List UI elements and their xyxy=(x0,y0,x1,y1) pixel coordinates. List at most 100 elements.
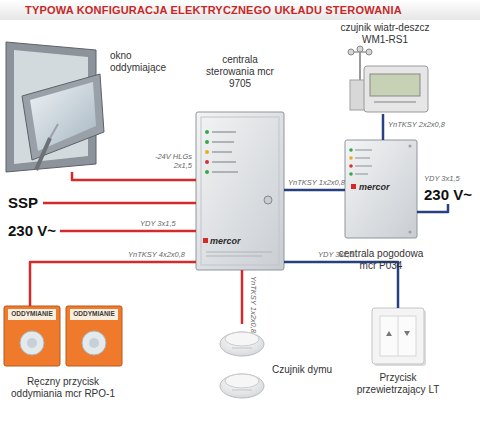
smoke-detector xyxy=(225,332,259,346)
window-illustration xyxy=(30,82,96,151)
brand-logo: mercor xyxy=(359,182,413,193)
control-panel-housing xyxy=(212,171,238,173)
wind-rain-sensor xyxy=(370,74,420,96)
diagram-title: TYPOWA KONFIGURACJA ELEKTRYCZNEGO UKŁADU… xyxy=(25,4,402,17)
node-label: 230 V~ xyxy=(8,222,56,240)
node-label: Przycisk przewietrzający LT xyxy=(348,372,448,396)
control-panel-housing xyxy=(206,252,272,253)
node-label: 230 V~ xyxy=(424,186,472,204)
node-label: ODDYMIANIE xyxy=(6,310,58,318)
control-unit-box: centrala sterowania mcr 9705mercor xyxy=(196,112,284,270)
cable-label: YnTKSY 2x2x0,8 xyxy=(388,120,448,129)
power-input: 230 V~ xyxy=(424,186,472,204)
cable-line xyxy=(417,204,448,212)
cable-label: YnTKSY 1x2x0,8 xyxy=(249,276,258,332)
control-panel-housing xyxy=(205,170,209,174)
power-input: SSP xyxy=(8,194,39,212)
wind-rain-sensor xyxy=(366,49,372,55)
window-illustration xyxy=(50,124,58,138)
control-panel-housing xyxy=(264,196,272,204)
sensor-node: czujnik wiatr-deszcz WM1-RS1 xyxy=(345,48,430,114)
weather-panel-housing xyxy=(355,173,368,174)
cable-label: YnTKSY 4x2x0,8 xyxy=(128,250,192,259)
weather-panel-housing xyxy=(409,231,412,234)
control-panel-housing xyxy=(212,141,234,143)
ventilation-switch xyxy=(398,316,399,356)
node-label: czujnik wiatr-deszcz WM1-RS1 xyxy=(331,22,439,46)
weather-panel-housing xyxy=(351,184,356,189)
smoke-detector xyxy=(220,332,264,356)
control-panel-housing xyxy=(212,131,236,133)
call-point-group: Ręczny przycisk oddymiania mcr RPO-1ODDY… xyxy=(4,306,122,366)
node-label: ODDYMIANIE xyxy=(68,310,120,318)
manual-call-point xyxy=(4,306,122,366)
weather-panel-housing xyxy=(349,156,353,160)
cable-label: YDY 3x1,5 xyxy=(424,174,474,183)
window-illustration xyxy=(6,42,104,172)
node-label: okno oddymiające xyxy=(110,50,172,74)
window-node: okno oddymiające xyxy=(2,40,112,172)
weather-panel-housing xyxy=(355,149,372,150)
cable-line xyxy=(43,202,196,205)
ventilation-switch xyxy=(380,316,416,356)
cable-line xyxy=(72,172,196,180)
manual-call-point xyxy=(82,331,106,355)
window-illustration xyxy=(36,138,50,170)
cable-line xyxy=(382,114,385,140)
weather-panel-housing xyxy=(345,140,417,238)
ventilation-switch xyxy=(372,308,426,366)
manual-call-point xyxy=(4,306,60,366)
control-panel-housing xyxy=(203,238,208,243)
node-label: Ręczny przycisk oddymiania mcr RPO-1 xyxy=(0,376,126,400)
manual-call-point xyxy=(27,338,37,348)
cable-line xyxy=(60,230,196,233)
wind-rain-sensor xyxy=(348,46,428,112)
smoke-detector xyxy=(225,374,259,388)
cable-label: YnTKSY 1x2x0,8 xyxy=(288,178,344,187)
weather-panel-housing xyxy=(345,140,417,238)
ventilation-switch xyxy=(404,331,410,336)
manual-call-point xyxy=(66,306,122,366)
control-panel-housing xyxy=(212,151,232,153)
smoke-detector xyxy=(220,332,264,398)
cable-line xyxy=(30,262,196,306)
cable-label: YDY 3x1,5 xyxy=(140,219,190,228)
wind-rain-sensor xyxy=(348,49,354,55)
cable-line xyxy=(241,270,244,324)
cable-line xyxy=(284,189,345,192)
wind-rain-sensor xyxy=(357,46,363,52)
control-panel-housing xyxy=(196,112,284,270)
control-panel-housing xyxy=(205,140,209,144)
node-label: Czujnik dymu xyxy=(272,364,352,376)
control-panel-housing xyxy=(205,130,209,134)
switch-node: Przycisk przewietrzający LT xyxy=(372,308,424,364)
weather-panel-housing xyxy=(349,164,353,168)
smoke-detector xyxy=(232,390,252,391)
window-illustration xyxy=(22,74,104,160)
wind-rain-sensor xyxy=(374,101,416,103)
control-panel-housing xyxy=(196,112,284,270)
smoke-detector xyxy=(220,374,264,398)
ventilation-switch xyxy=(386,331,392,336)
control-panel-housing xyxy=(205,160,209,164)
cable-label: YDY 3x1,5 xyxy=(318,250,368,259)
manual-call-point xyxy=(20,331,44,355)
smoke-detector-node: Czujnik dymu xyxy=(218,324,266,402)
wind-rain-sensor xyxy=(359,52,361,82)
control-panel-housing xyxy=(212,161,236,163)
weather-panel-housing xyxy=(355,157,370,158)
manual-call-point xyxy=(89,338,99,348)
weather-panel-housing xyxy=(409,145,412,148)
smoke-detector xyxy=(232,348,252,349)
control-panel-housing xyxy=(201,117,279,265)
call-point-button: ODDYMIANIE xyxy=(4,306,60,366)
weather-unit-box: centrala pogodowa mcr P034mercor xyxy=(345,140,417,238)
power-input: 230 V~ xyxy=(8,222,56,240)
call-point-button: ODDYMIANIE xyxy=(66,306,122,366)
node-label: SSP xyxy=(8,194,38,212)
ventilation-switch xyxy=(372,308,424,364)
wind-rain-sensor xyxy=(364,66,428,112)
cable-label: -24V HLGs 2x1,5 xyxy=(146,152,192,170)
weather-panel-housing xyxy=(349,172,353,176)
